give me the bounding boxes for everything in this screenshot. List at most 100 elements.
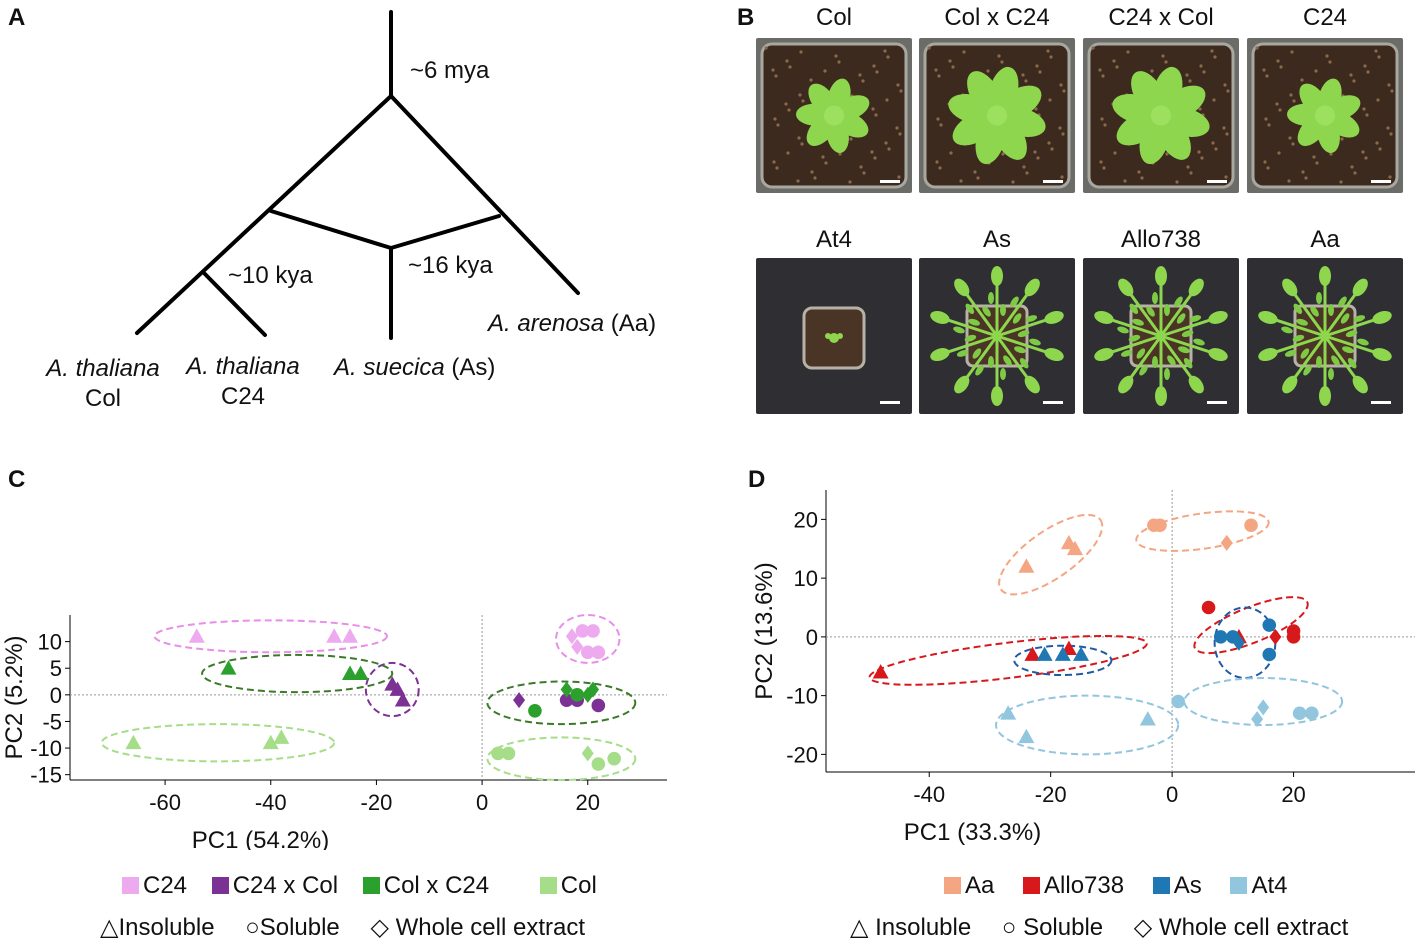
data-point-triangle xyxy=(1139,711,1156,726)
y-tick-label: 5 xyxy=(50,656,62,681)
data-point-circle xyxy=(1292,706,1307,721)
data-point-circle xyxy=(570,688,584,702)
legend-d-item-1: Allo738 xyxy=(1023,872,1124,899)
data-point-circle xyxy=(1244,518,1258,533)
data-point-diamond xyxy=(513,692,526,709)
x-axis-label: PC1 (54.2%) xyxy=(192,827,329,850)
plant-photo-bottom-0 xyxy=(756,258,912,414)
tree-c24-branch xyxy=(201,270,267,337)
circle-outline-icon: ○ xyxy=(1001,914,1017,941)
legend-swatch xyxy=(1230,877,1248,894)
legend-d-item-0: Aa xyxy=(944,872,994,899)
diamond-outline-icon: ◇ xyxy=(1133,914,1153,941)
cluster-ellipse xyxy=(868,634,1148,686)
x-tick-label: -20 xyxy=(361,790,393,815)
legend-d-label-1: Allo738 xyxy=(1044,872,1125,899)
data-point-diamond xyxy=(1251,711,1264,728)
taxon-suecica-abbr: (As) xyxy=(444,354,496,381)
legend-d-label-3: At4 xyxy=(1251,872,1288,899)
cluster-ellipse xyxy=(998,513,1104,596)
x-tick-label: -20 xyxy=(1035,782,1067,807)
tree-cross-branch-left xyxy=(269,209,393,250)
cluster-ellipse xyxy=(1193,596,1309,655)
data-point-triangle xyxy=(1036,646,1053,661)
data-point-circle xyxy=(1201,600,1216,615)
data-point-diamond xyxy=(1269,628,1282,645)
scale-bar xyxy=(1371,401,1391,404)
scale-bar xyxy=(1043,180,1063,183)
cluster-ellipse xyxy=(364,661,420,718)
y-tick-label: 10 xyxy=(794,566,818,591)
y-axis-label: PC2 (5.2%) xyxy=(1,635,28,759)
data-point-triangle xyxy=(1000,705,1017,720)
phylogenetic-tree xyxy=(135,10,580,340)
y-tick-label: -20 xyxy=(786,742,818,767)
cluster-ellipse xyxy=(486,736,637,782)
scale-bar xyxy=(1371,180,1391,183)
data-point-triangle xyxy=(394,692,411,707)
x-tick-label: -40 xyxy=(913,782,945,807)
legend-c-shape-label-1: Soluble xyxy=(259,914,340,941)
taxon-arenosa: A. arenosa (Aa) xyxy=(488,310,656,338)
scale-bar xyxy=(1207,180,1227,183)
panel-label-d: D xyxy=(748,466,766,493)
data-point-circle xyxy=(591,698,606,713)
y-tick-label: -5 xyxy=(42,709,62,734)
legend-c-shape-2: ◇ Whole cell extract xyxy=(370,914,585,941)
data-point-diamond xyxy=(571,638,584,655)
data-point-triangle xyxy=(342,628,359,643)
data-point-triangle xyxy=(262,734,279,750)
x-tick-label: 20 xyxy=(1281,782,1305,807)
taxon-col-sub: Col xyxy=(84,385,121,412)
panel-label-c: C xyxy=(8,466,26,493)
tree-right-branch xyxy=(389,94,580,295)
photo-label-top-1: Col x C24 xyxy=(944,4,1050,31)
legend-d-shape-2: ◇ Whole cell extract xyxy=(1134,914,1349,941)
data-point-triangle xyxy=(872,664,889,679)
cluster-ellipse xyxy=(100,723,336,763)
data-point-diamond xyxy=(1257,699,1270,716)
scale-bar xyxy=(880,401,900,404)
legend-swatch xyxy=(362,877,380,894)
y-tick-label: 0 xyxy=(806,625,818,650)
data-point-triangle xyxy=(1024,646,1041,661)
cluster-ellipse xyxy=(1183,677,1344,726)
taxon-col-name: A. thaliana xyxy=(46,355,160,382)
age-label-thaliana: ~10 kya xyxy=(228,262,313,289)
data-point-circle xyxy=(1153,518,1167,533)
legend-c-item-3: Col xyxy=(539,872,597,899)
legend-c-shape-label-2: Whole cell extract xyxy=(395,914,585,941)
y-tick-label: -15 xyxy=(30,763,62,788)
x-axis-label: PC1 (33.3%) xyxy=(904,819,1041,846)
scale-bar xyxy=(1043,401,1063,404)
data-point-triangle xyxy=(352,665,369,680)
data-point-triangle xyxy=(1073,646,1090,661)
legend-d-shape-label-1: Soluble xyxy=(1023,914,1104,941)
data-point-circle xyxy=(607,751,621,766)
legend-swatch xyxy=(539,877,557,894)
legend-c-label-1: C24 x Col xyxy=(232,872,339,899)
data-point-circle xyxy=(528,704,542,718)
data-point-diamond xyxy=(581,745,594,762)
x-tick-label: 0 xyxy=(476,790,488,815)
data-point-triangle xyxy=(1066,540,1083,556)
taxon-suecica: A. suecica (As) xyxy=(334,354,495,382)
cluster-ellipse xyxy=(995,694,1180,756)
data-point-circle xyxy=(491,746,505,761)
x-tick-label: 20 xyxy=(576,790,600,815)
data-point-diamond xyxy=(560,681,573,698)
legend-c-label-2: Col x C24 xyxy=(383,872,490,899)
legend-d-shape-label-0: Insoluble xyxy=(875,914,972,941)
age-label-root: ~6 mya xyxy=(410,57,490,84)
age-label-suecica: ~16 kya xyxy=(408,252,493,279)
y-tick-label: 0 xyxy=(50,683,62,708)
legend-swatch xyxy=(1023,877,1041,894)
plant-photo-top-2 xyxy=(1083,38,1239,193)
data-point-circle xyxy=(1213,630,1228,644)
scale-bar xyxy=(1207,401,1227,404)
legend-d-shape-label-2: Whole cell extract xyxy=(1158,914,1349,941)
data-point-triangle xyxy=(188,628,205,643)
data-point-circle xyxy=(1286,630,1301,644)
diamond-outline-icon: ◇ xyxy=(370,914,389,941)
